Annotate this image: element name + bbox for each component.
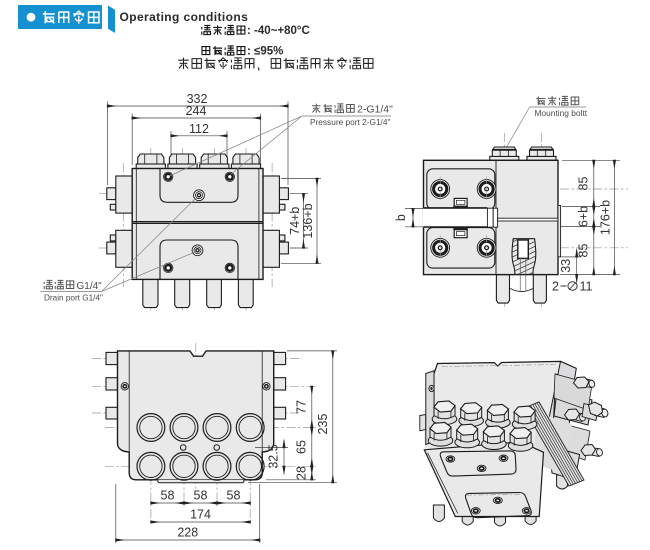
svg-text:58: 58	[161, 489, 175, 503]
svg-text:174: 174	[190, 508, 211, 522]
svg-text:112: 112	[189, 122, 209, 136]
svg-text:235: 235	[316, 414, 330, 435]
svg-text:65: 65	[295, 440, 309, 454]
svg-text:32.5: 32.5	[267, 444, 281, 468]
svg-text:85: 85	[577, 177, 591, 191]
svg-text:G1/4": G1/4"	[77, 281, 103, 292]
svg-text:Mounting boltt: Mounting boltt	[535, 108, 588, 118]
svg-text:176+b: 176+b	[599, 200, 613, 235]
svg-text:28: 28	[295, 466, 309, 480]
svg-text:Drain port G1/4": Drain port G1/4"	[44, 294, 103, 303]
svg-text:58: 58	[227, 489, 241, 503]
svg-text:2-G1/4": 2-G1/4"	[357, 104, 393, 116]
svg-text:332: 332	[187, 92, 208, 106]
svg-text:11: 11	[580, 280, 593, 294]
svg-text:85: 85	[577, 244, 591, 258]
svg-text:6+b: 6+b	[577, 206, 591, 227]
svg-text:58: 58	[194, 489, 208, 503]
svg-text:136+b: 136+b	[301, 203, 315, 238]
svg-text:228: 228	[177, 526, 198, 540]
svg-text:33: 33	[559, 259, 573, 273]
svg-text:74+b: 74+b	[288, 207, 302, 235]
svg-text:Pressure port 2-G1/4": Pressure port 2-G1/4"	[310, 117, 390, 127]
svg-text:: ≤95%: : ≤95%	[247, 46, 283, 58]
svg-text:Operating conditions: Operating conditions	[120, 10, 249, 24]
svg-text:244: 244	[186, 104, 207, 118]
svg-text:b: b	[394, 214, 408, 221]
svg-text:77: 77	[295, 400, 309, 414]
svg-text:2: 2	[552, 280, 559, 294]
svg-text:: -40~+80°C: : -40~+80°C	[247, 25, 310, 37]
